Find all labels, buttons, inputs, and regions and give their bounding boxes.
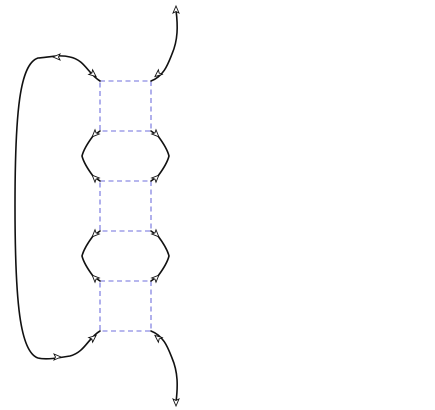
arrowhead-marker-6 bbox=[53, 353, 63, 361]
arrowhead-marker-11 bbox=[91, 174, 101, 184]
arrowhead-marker-13 bbox=[91, 228, 101, 238]
right-bulge-1-strand bbox=[150, 130, 170, 182]
arrowhead-marker-5 bbox=[51, 53, 61, 61]
arrowhead-marker-2 bbox=[172, 398, 180, 408]
strands bbox=[14, 9, 178, 403]
dashed-rectangles bbox=[99, 80, 152, 332]
left-bulge-1-strand bbox=[81, 130, 101, 182]
arrowhead-marker-16 bbox=[150, 274, 160, 284]
left-bulge-2-strand bbox=[81, 230, 101, 282]
arrowhead-marker-15 bbox=[91, 274, 101, 284]
arrowhead-marker-9 bbox=[91, 128, 101, 138]
arrowhead-marker-7 bbox=[87, 334, 97, 344]
arrowhead-marker-12 bbox=[150, 174, 160, 184]
right-bulge-2-strand bbox=[150, 230, 170, 282]
arrowhead-marker-14 bbox=[150, 228, 160, 238]
bottom-strand bbox=[150, 330, 178, 403]
arrowhead-marker-4 bbox=[154, 68, 164, 78]
dashed-box-2 bbox=[99, 180, 152, 232]
arrowhead-marker-3 bbox=[87, 68, 97, 78]
arrowhead-marker-10 bbox=[150, 128, 160, 138]
dashed-box-3 bbox=[99, 280, 152, 332]
dashed-box-1 bbox=[99, 80, 152, 132]
arrow-markers bbox=[51, 4, 180, 408]
arrowhead-marker-1 bbox=[172, 4, 180, 14]
top-strand bbox=[150, 9, 178, 82]
arrowhead-marker-8 bbox=[154, 334, 164, 344]
outer-loop-strand bbox=[14, 55, 101, 360]
